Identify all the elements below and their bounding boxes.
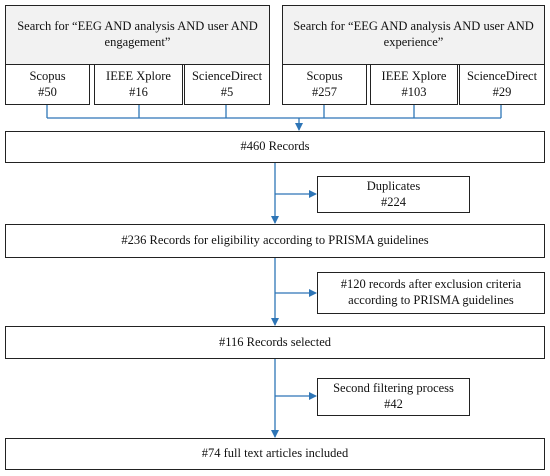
stage-included: #74 full text articles included [5,438,545,470]
stage-total-records: #460 Records [5,131,545,163]
database-label: ScienceDirect#29 [466,68,538,99]
stage-duplicates: Duplicates #224 [317,176,470,213]
stage-second-filter: Second filtering process #42 [317,378,470,416]
database-label: IEEE Xplore#103 [381,68,447,99]
database-box-sciencedirect-engagement: ScienceDirect#5 [184,64,270,105]
stage-exclusion: #120 records after exclusion criteria ac… [317,272,545,314]
database-label: IEEE Xplore#16 [106,68,171,99]
database-label: Scopus#50 [29,68,66,99]
stage-eligibility: #236 Records for eligibility according t… [5,224,545,258]
database-box-sciencedirect-experience: ScienceDirect#29 [459,64,545,105]
database-box-scopus-engagement: Scopus#50 [5,64,90,105]
database-label: Scopus#257 [306,68,343,99]
database-box-scopus-experience: Scopus#257 [282,64,367,105]
database-box-ieee-engagement: IEEE Xplore#16 [94,64,183,105]
search-query-experience: Search for “EEG AND analysis AND user AN… [282,5,545,65]
stage-selected: #116 Records selected [5,326,545,359]
database-box-ieee-experience: IEEE Xplore#103 [370,64,458,105]
search-query-engagement: Search for “EEG AND analysis AND user AN… [5,5,270,65]
database-label: ScienceDirect#5 [191,68,263,99]
